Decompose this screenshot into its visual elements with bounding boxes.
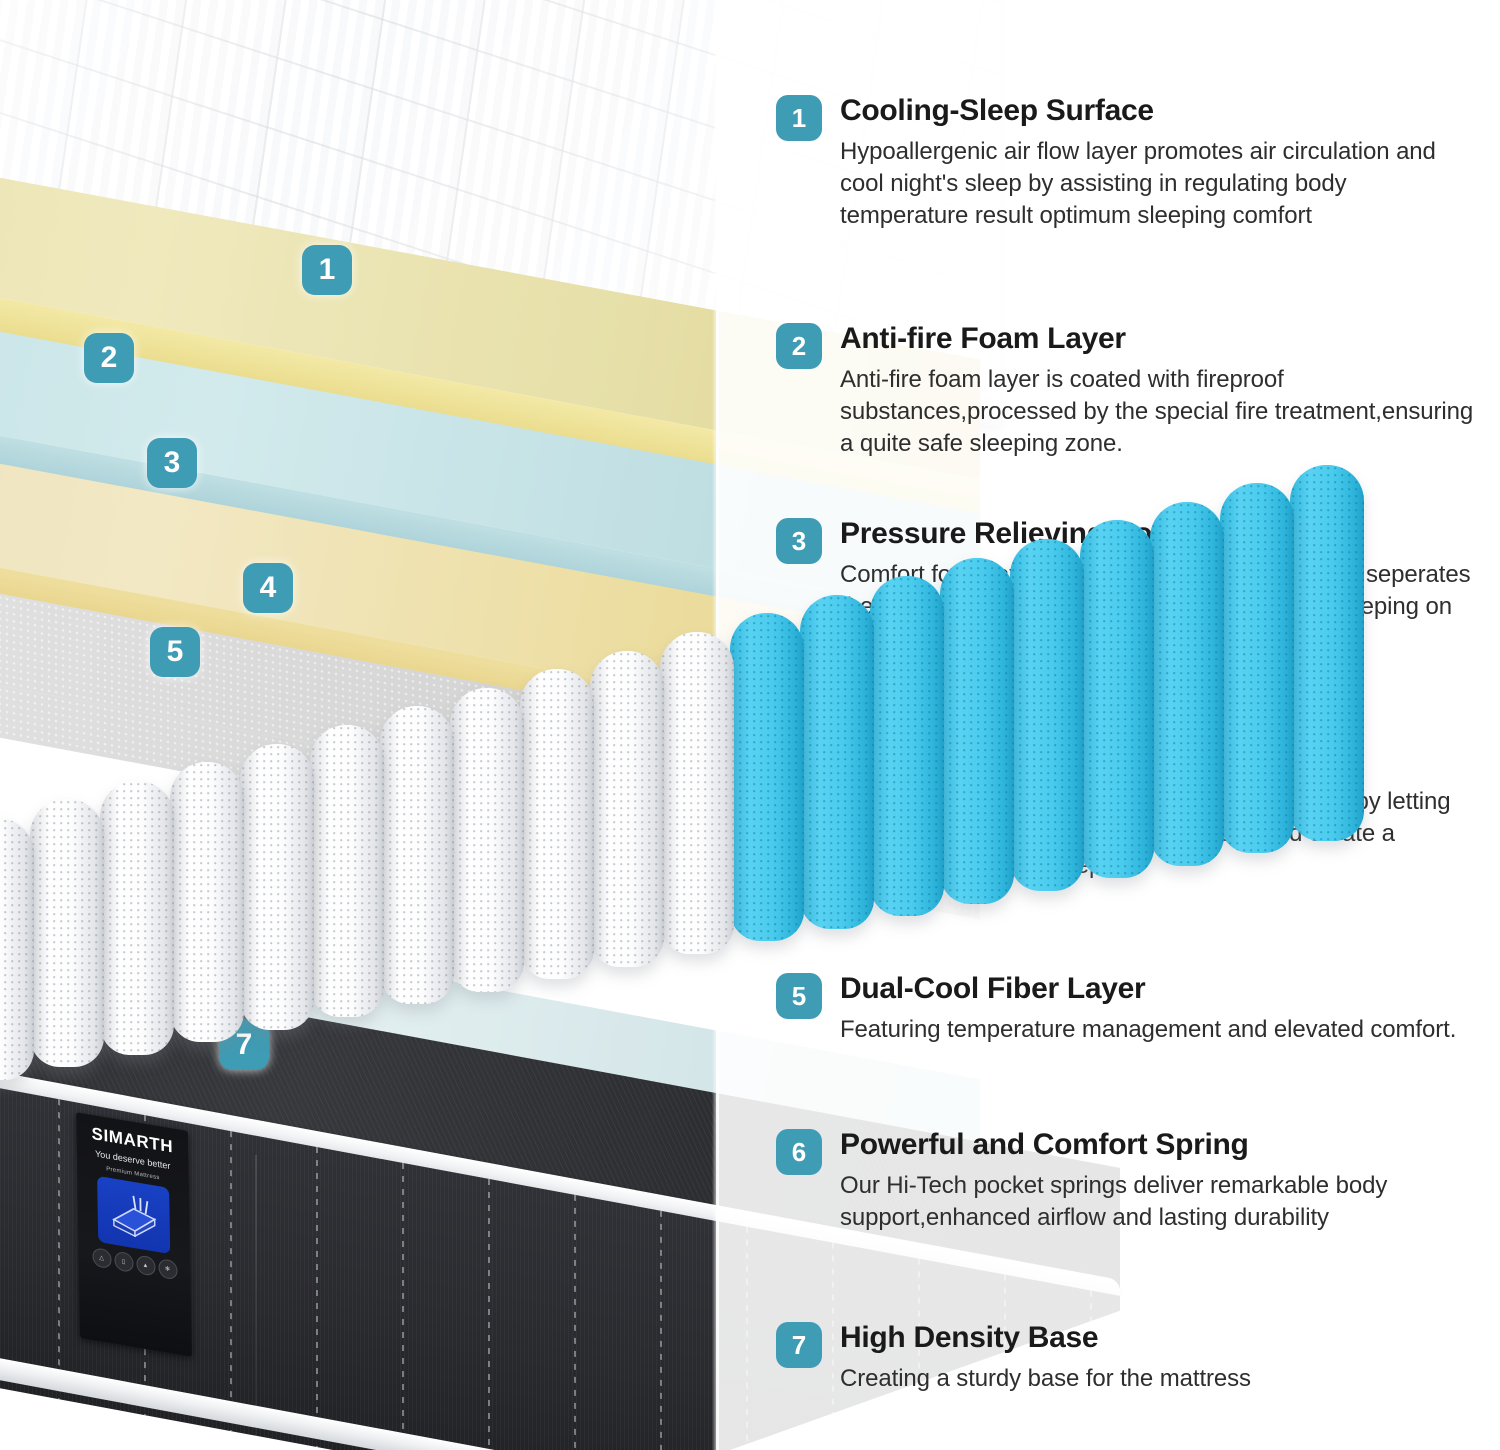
artwork-badge-5: 5	[150, 627, 200, 677]
pocket-spring	[1220, 483, 1294, 854]
pocket-spring	[1150, 501, 1224, 866]
pocket-spring	[730, 613, 804, 942]
pocket-spring	[170, 762, 244, 1043]
foundation-stitch-line	[316, 1146, 318, 1448]
artwork-badge-3: 3	[147, 438, 197, 488]
pocket-spring	[100, 780, 174, 1055]
feature-description: Featuring temperature management and ele…	[840, 1015, 1457, 1043]
pocket-spring	[380, 706, 454, 1005]
dry-icon: ✻	[157, 1258, 178, 1281]
wash-icon: △	[91, 1246, 112, 1270]
foundation-stitch-line	[574, 1194, 576, 1450]
pocket-spring	[1080, 520, 1154, 879]
artwork-badge-1: 1	[302, 245, 352, 295]
foundation-stitch-line	[230, 1130, 232, 1432]
feature-description: Our Hi-Tech pocket springs deliver remar…	[840, 1171, 1388, 1231]
foundation-corner-fold	[255, 1155, 257, 1450]
feature-title: Dual-Cool Fiber Layer	[840, 972, 1146, 1005]
pocket-spring	[800, 594, 874, 929]
artwork-badge-4: 4	[243, 563, 293, 613]
feature-title: High Density Base	[840, 1321, 1099, 1354]
feature-badge-6: 6	[776, 1129, 822, 1175]
pocket-spring	[520, 669, 594, 980]
brand-tag: SIMARTH You deserve better Premium Mattr…	[76, 1112, 192, 1357]
foundation-stitch-line	[660, 1210, 662, 1450]
pocket-spring	[1010, 539, 1084, 891]
feature-badge-2: 2	[776, 323, 822, 369]
feature-description: Anti-fire foam layer is coated with fire…	[840, 365, 1474, 458]
feature-badge-5: 5	[776, 973, 822, 1019]
pocket-spring-row	[0, 464, 1440, 1080]
pocket-spring	[30, 799, 104, 1068]
feature-title: Cooling-Sleep Surface	[840, 94, 1154, 127]
pocket-spring	[940, 557, 1014, 904]
iron-icon: ▲	[135, 1254, 156, 1277]
feature-description: Creating a sturdy base for the mattress	[840, 1364, 1251, 1392]
feature-badge-7: 7	[776, 1322, 822, 1368]
feature-title: Anti-fire Foam Layer	[840, 322, 1126, 355]
pocket-spring	[590, 650, 664, 967]
pocket-spring	[1290, 464, 1364, 841]
artwork-badge-2: 2	[84, 333, 134, 383]
mattress-logo-icon	[97, 1175, 171, 1255]
pocket-spring	[0, 818, 34, 1080]
foundation-stitch-line	[58, 1099, 60, 1400]
foundation-stitch-line	[488, 1178, 490, 1450]
feature-badge-1: 1	[776, 95, 822, 141]
pocket-spring	[310, 725, 384, 1017]
foundation-stitch-line	[402, 1162, 404, 1450]
pocket-spring	[240, 743, 314, 1030]
pocket-spring	[870, 576, 944, 917]
pocket-spring	[660, 632, 734, 954]
pocket-spring	[450, 687, 524, 992]
feature-description: Hypoallergenic air flow layer promotes a…	[840, 137, 1436, 230]
feature-badge-3: 3	[776, 518, 822, 564]
feature-title: Powerful and Comfort Spring	[840, 1128, 1249, 1161]
bleach-icon: ▯	[113, 1250, 134, 1273]
